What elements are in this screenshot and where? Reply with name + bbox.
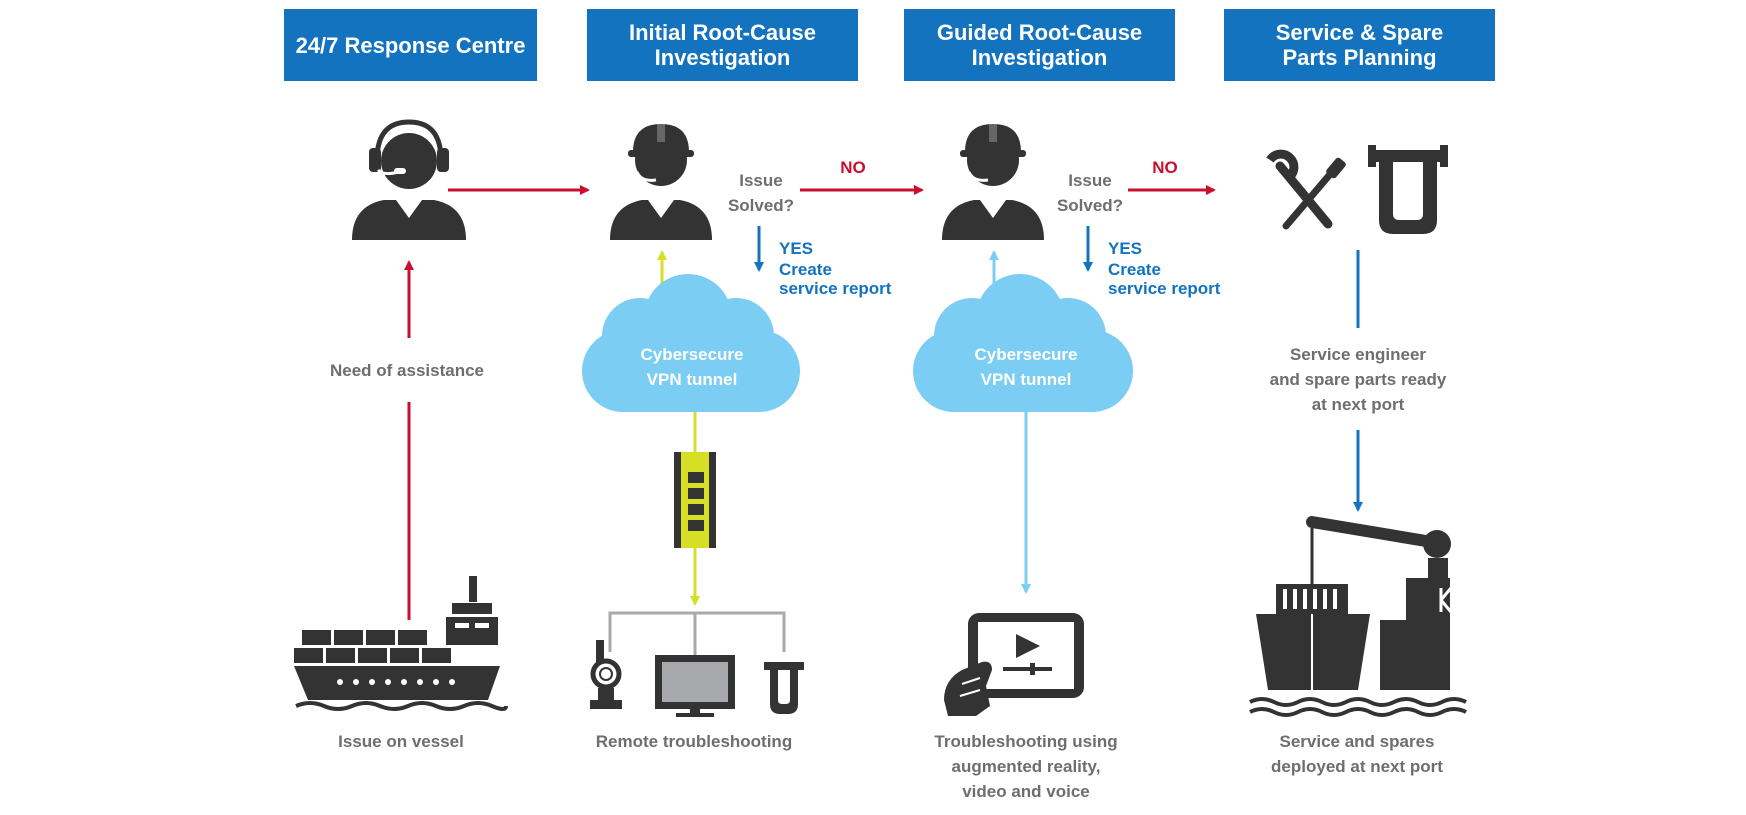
engineer-icon-1 — [610, 120, 712, 240]
label-engineer-line2: and spare parts ready — [1270, 370, 1447, 389]
label-augmented-line1: Troubleshooting using — [934, 732, 1117, 751]
label-augmented-line3: video and voice — [962, 782, 1090, 801]
label-cloud-2-line1: Cybersecure — [974, 345, 1077, 364]
label-issue-1: Issue — [739, 171, 782, 190]
headset-agent-icon — [352, 119, 466, 240]
device-network-icon — [590, 640, 804, 717]
cargo-ship-icon — [294, 576, 508, 711]
label-yes-2: YES — [1108, 239, 1142, 258]
label-solved-2: Solved? — [1057, 196, 1123, 215]
tablet-video-icon — [944, 613, 1084, 716]
label-engineer-line3: at next port — [1312, 395, 1405, 414]
network-switch-icon — [674, 452, 716, 548]
label-deployed-line1: Service and spares — [1280, 732, 1435, 751]
header-guided-investigation: Guided Root-Cause Investigation — [904, 9, 1175, 81]
cloud-icon-2 — [913, 274, 1133, 412]
label-issue-vessel: Issue on vessel — [338, 732, 464, 751]
label-deployed-line2: deployed at next port — [1271, 757, 1443, 776]
label-no-2: NO — [1152, 158, 1178, 177]
header-response-centre: 24/7 Response Centre — [284, 9, 537, 81]
label-engineer-line1: Service engineer — [1290, 345, 1426, 364]
label-solved-1: Solved? — [728, 196, 794, 215]
header-service-planning: Service & Spare Parts Planning — [1224, 9, 1495, 81]
label-yes-1: YES — [779, 239, 813, 258]
device-network-bracket — [608, 611, 786, 652]
label-report-1: service report — [779, 279, 892, 298]
label-no-1: NO — [840, 158, 866, 177]
label-report-2: service report — [1108, 279, 1221, 298]
header-initial-investigation: Initial Root-Cause Investigation — [587, 9, 858, 81]
label-create-1: Create — [779, 260, 832, 279]
tools-icon — [1266, 149, 1346, 230]
arrows — [404, 185, 1363, 656]
label-augmented-line2: augmented reality, — [952, 757, 1101, 776]
label-remote-troubleshooting: Remote troubleshooting — [596, 732, 792, 751]
label-cloud-1-line1: Cybersecure — [640, 345, 743, 364]
label-cloud-1-line2: VPN tunnel — [647, 370, 738, 389]
cloud-icon-1 — [582, 274, 800, 412]
label-issue-2: Issue — [1068, 171, 1111, 190]
label-need-assistance: Need of assistance — [330, 361, 484, 380]
label-create-2: Create — [1108, 260, 1161, 279]
engineer-icon-2 — [942, 120, 1044, 240]
port-crane-ship-icon — [1249, 516, 1467, 717]
valve-icon — [1368, 145, 1448, 234]
label-cloud-2-line2: VPN tunnel — [981, 370, 1072, 389]
